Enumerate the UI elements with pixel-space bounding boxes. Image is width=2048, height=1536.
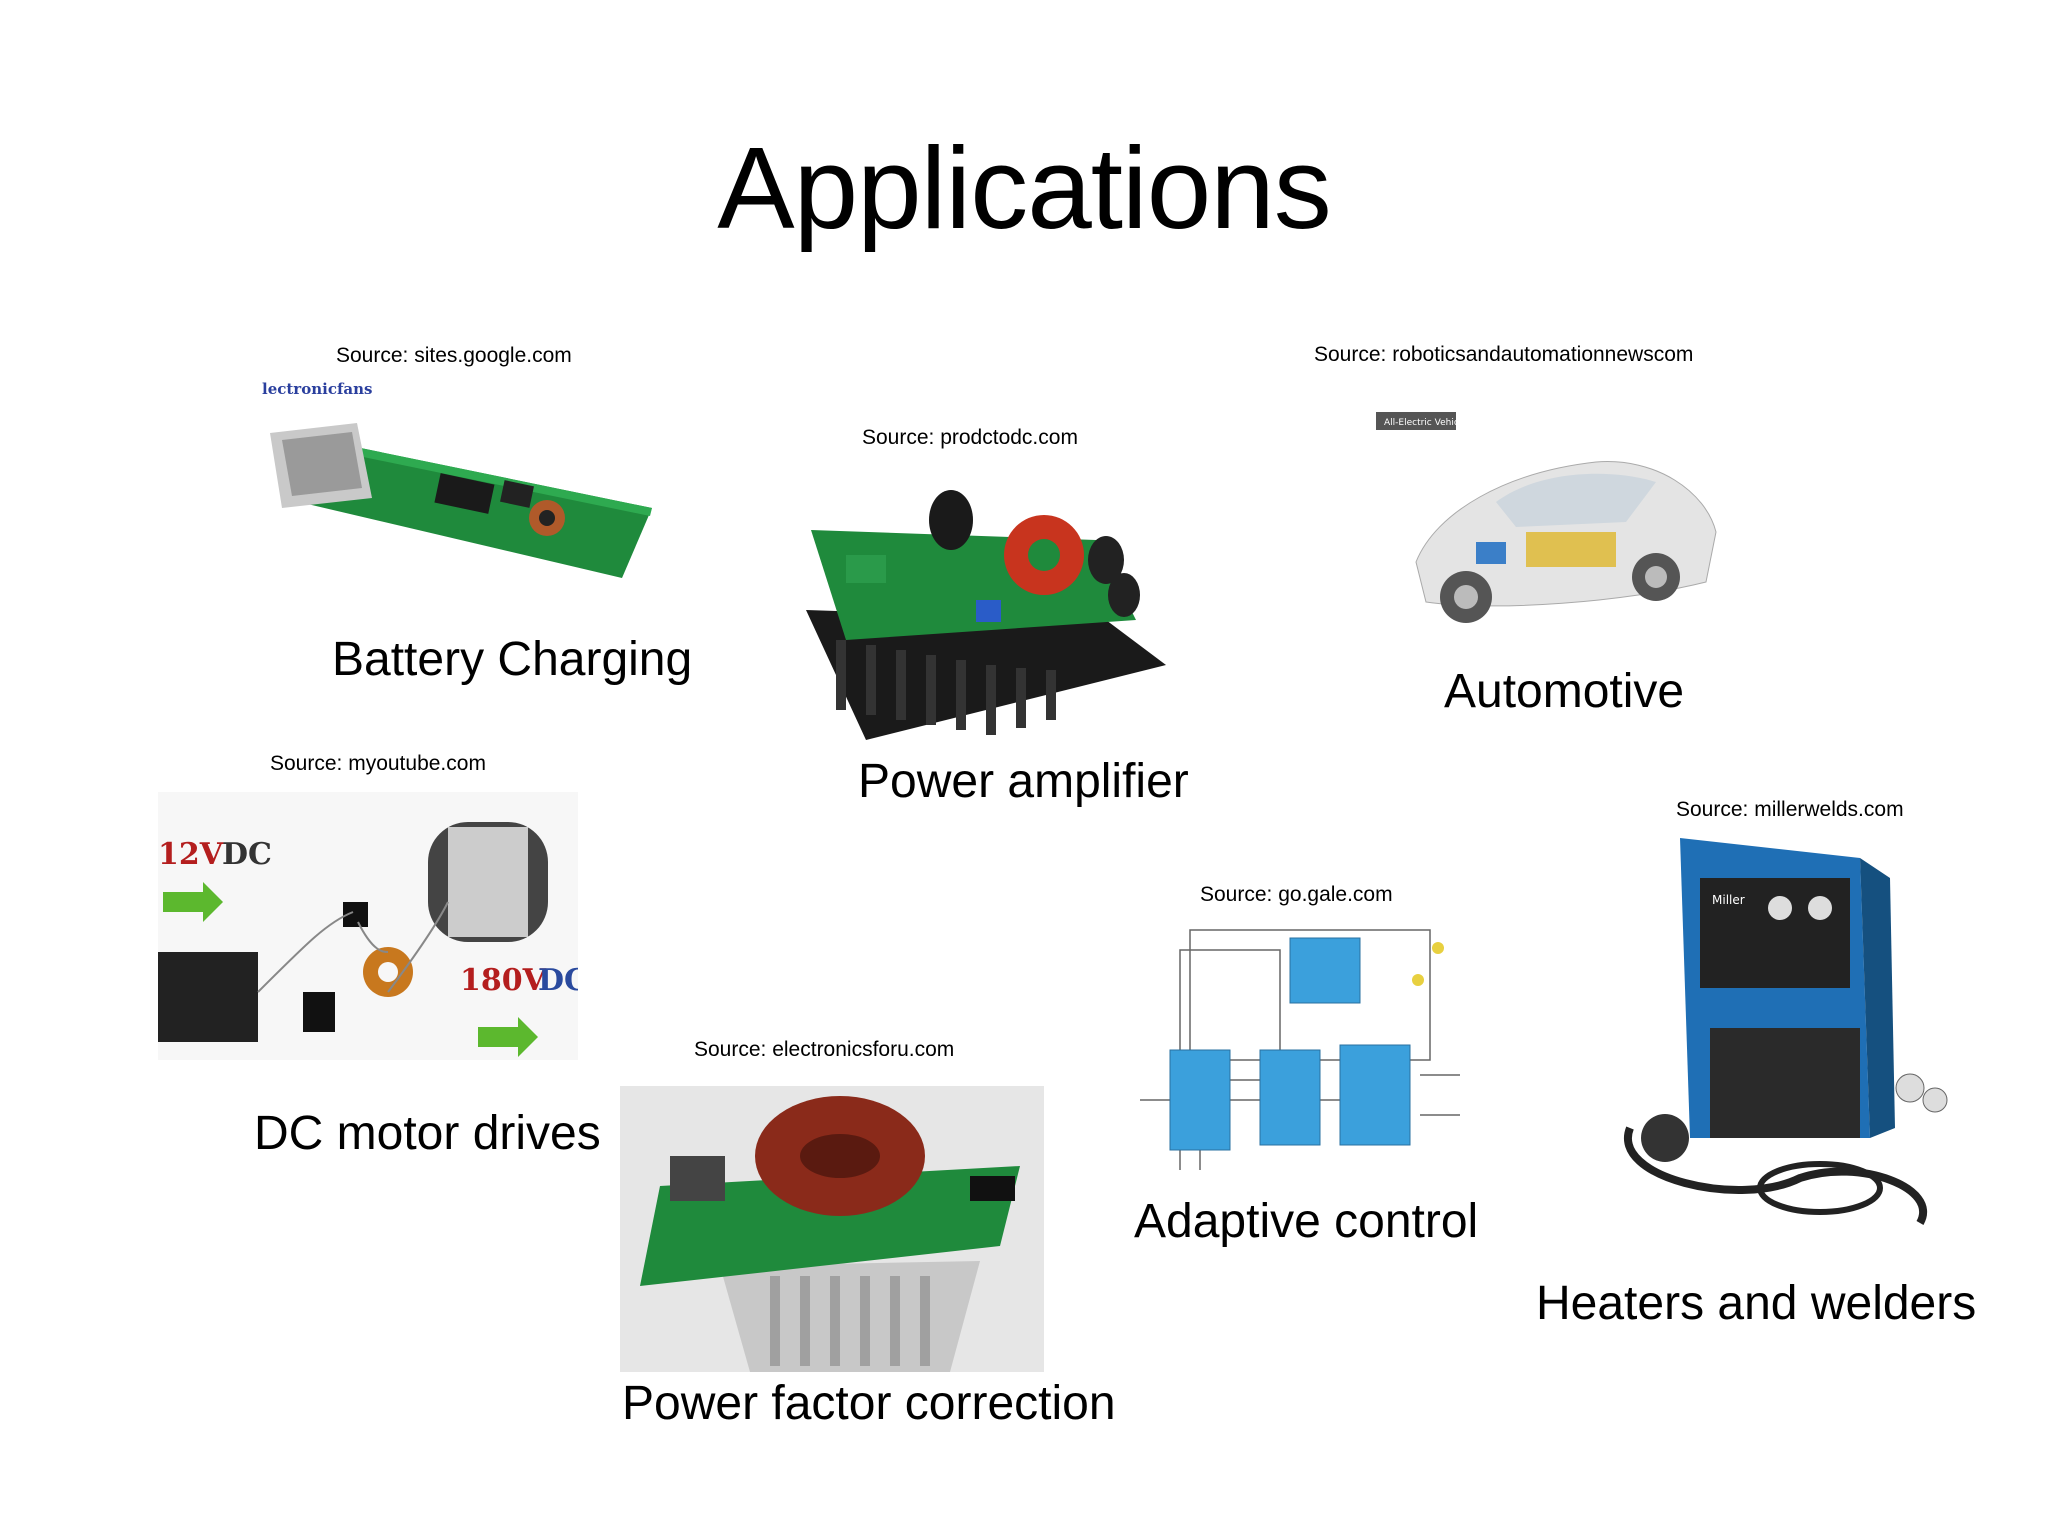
- caption-battery-charging: Battery Charging: [332, 633, 693, 686]
- dc-motor-image: 12V DC 180V DC: [158, 792, 578, 1060]
- dc-motor-label-dc-in: DC: [222, 837, 272, 872]
- caption-power-factor-correction: Power factor correction: [622, 1377, 1116, 1430]
- source-pfc: Source: electronicsforu.com: [694, 1038, 955, 1061]
- caption-automotive: Automotive: [1444, 665, 1685, 718]
- slide-title: Applications: [717, 123, 1331, 253]
- battery-logo-text: lectronicfans: [262, 380, 372, 398]
- welder-brand: Miller: [1712, 893, 1745, 907]
- battery-charger-image: lectronicfans: [262, 378, 662, 588]
- source-automotive: Source: roboticsandautomationnewscom: [1314, 343, 1694, 366]
- source-dc-motor: Source: myoutube.com: [270, 752, 486, 775]
- dc-motor-label-in: 12V: [158, 837, 224, 872]
- electric-vehicle-image: All-Electric Vehicle: [1376, 412, 1720, 644]
- source-amplifier: Source: prodctodc.com: [862, 426, 1078, 449]
- dc-motor-label-dc-out: DC: [538, 963, 578, 998]
- source-welder: Source: millerwelds.com: [1676, 798, 1904, 821]
- caption-power-amplifier: Power amplifier: [858, 755, 1189, 808]
- pfc-board-image: [620, 1086, 1044, 1372]
- adaptive-control-diagram-image: [1140, 910, 1470, 1180]
- automotive-image-badge: All-Electric Vehicle: [1384, 418, 1467, 428]
- welder-image: Miller: [1620, 838, 1954, 1228]
- dc-motor-label-out: 180V: [460, 963, 547, 998]
- source-battery: Source: sites.google.com: [336, 344, 572, 367]
- source-adaptive: Source: go.gale.com: [1200, 883, 1393, 906]
- power-amplifier-image: [806, 470, 1166, 740]
- caption-adaptive-control: Adaptive control: [1134, 1195, 1479, 1248]
- caption-heaters-and-welders: Heaters and welders: [1536, 1277, 1977, 1330]
- caption-dc-motor-drives: DC motor drives: [254, 1107, 601, 1160]
